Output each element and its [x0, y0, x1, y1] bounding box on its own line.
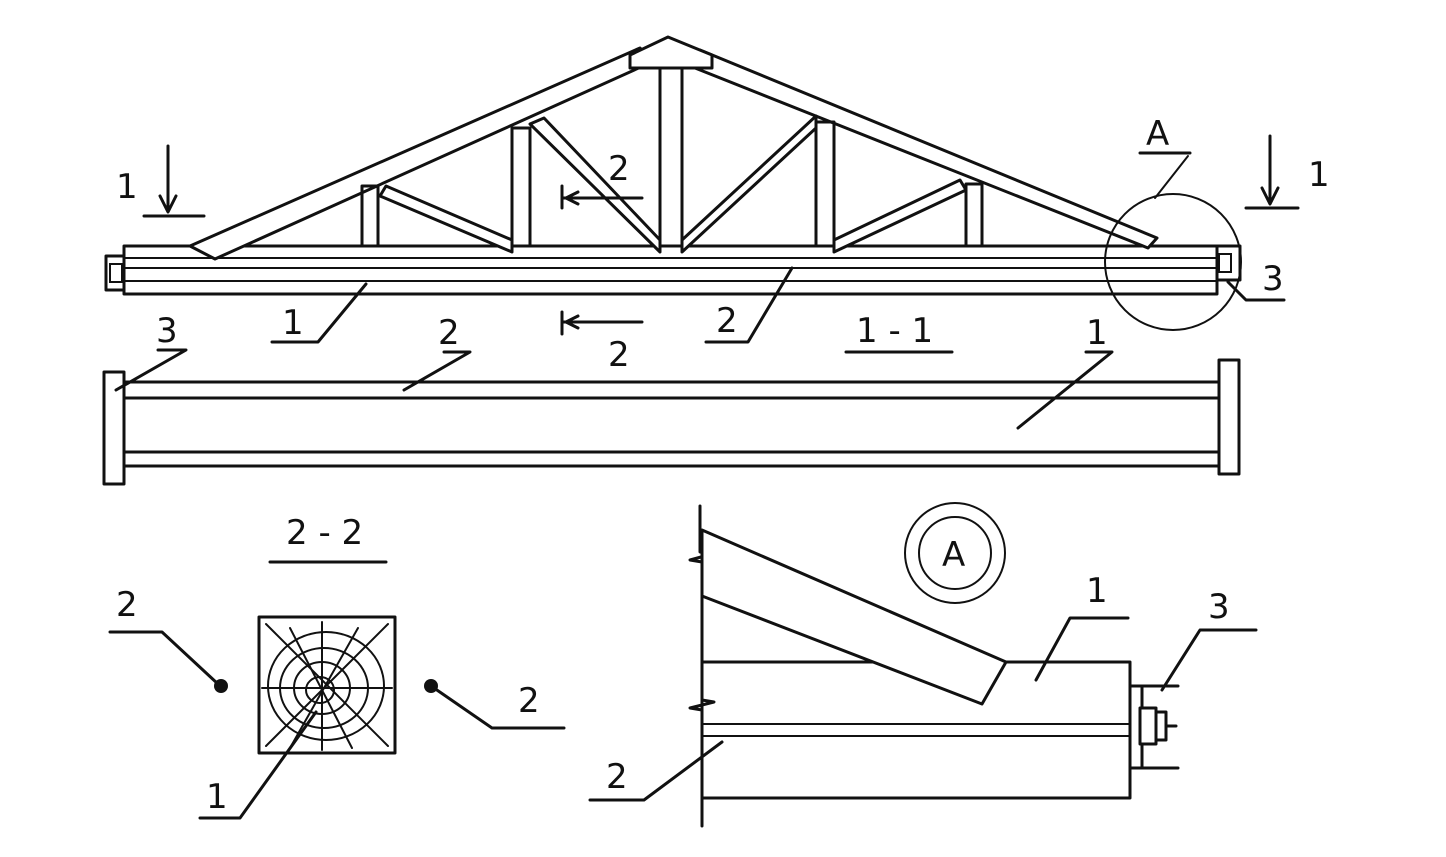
detail-circle: [1104, 193, 1242, 331]
cut-mark-bottom: 2: [608, 335, 630, 375]
callout-plan-beam: 1: [1086, 313, 1108, 353]
top-chord-right: [688, 48, 1159, 250]
detail-a-outer-ring: [904, 502, 1006, 604]
callout-leader-detail-beam: [1034, 616, 1130, 682]
section-arrow-right: [1244, 134, 1300, 210]
vertical-right-inner: [814, 120, 836, 248]
section-2-2-title: 2 - 2: [286, 513, 363, 553]
detail-mark: A: [1146, 114, 1169, 154]
section-arrow-left: [142, 144, 206, 218]
callout-detail-anchor: 3: [1208, 587, 1230, 627]
ridge-plate: [628, 35, 714, 70]
section-2-2: 2 - 2 2 2 1: [108, 513, 566, 820]
right-end-anchor: [1215, 244, 1242, 282]
cut-mark-2-2: [560, 184, 644, 336]
cut-mark-top: 2: [608, 149, 630, 189]
vertical-left-inner: [510, 126, 532, 248]
detail-a-inner-ring: [918, 516, 992, 590]
callout-leader-plan-end-plate: [114, 348, 188, 392]
callout-leader-strand-right: [432, 686, 566, 730]
detail-rafter: [700, 528, 1008, 706]
callout-plan-strand: 2: [438, 313, 460, 353]
callout-leader-strand-left: [108, 630, 220, 686]
section-1-1-title: 1 - 1: [856, 311, 933, 351]
diagonal-right-outer: [832, 178, 968, 254]
vertical-center: [658, 66, 684, 248]
callout-strand-right: 2: [518, 681, 540, 721]
detail-a: A 1 2 3: [588, 502, 1258, 828]
detail-leader: [1154, 155, 1189, 199]
callout-leader-core: [198, 710, 318, 820]
detail-beam: [700, 660, 1132, 800]
callout-leader-end-plate: [1226, 280, 1286, 302]
callout-core: 1: [206, 777, 228, 817]
callout-strand-left: 2: [116, 585, 138, 625]
callout-leader-strand: [704, 266, 794, 344]
vertical-right-outer: [964, 182, 984, 248]
vertical-left-outer: [360, 184, 380, 248]
callout-detail-beam: 1: [1086, 571, 1108, 611]
cross-section-square: [257, 615, 397, 755]
plan-end-plate-right: [1217, 358, 1241, 476]
truss-elevation: 1 1 2 2 A 1 2 3: [104, 35, 1330, 375]
section-mark-right: 1: [1308, 155, 1330, 195]
section-mark-left: 1: [116, 167, 138, 207]
callout-leader-bottom-chord: [270, 282, 368, 344]
callout-bottom-chord: 1: [282, 303, 304, 343]
top-chord-left: [188, 46, 654, 261]
detail-anchor: [1128, 684, 1180, 770]
callout-strand: 2: [716, 301, 738, 341]
callout-leader-detail-strand: [588, 740, 724, 802]
left-end-anchor: [104, 254, 126, 292]
callout-leader-plan-beam: [1016, 350, 1114, 430]
wood-grain-rings: [261, 621, 393, 751]
callout-end-plate: 3: [1262, 259, 1284, 299]
diagonal-left-inner: [528, 116, 662, 254]
detail-a-title: A: [942, 535, 965, 575]
bottom-chord: [122, 244, 1219, 296]
diagonal-right-inner: [680, 114, 818, 254]
section-1-1: 1 - 1 3 2 1: [102, 311, 1241, 486]
callout-leader-plan-strand: [402, 350, 472, 392]
callout-leader-detail-anchor: [1160, 628, 1258, 692]
callout-plan-end-plate: 3: [156, 311, 178, 351]
callout-detail-strand: 2: [606, 757, 628, 797]
diagonal-left-outer: [378, 184, 514, 254]
plan-end-plate-left: [102, 370, 126, 486]
